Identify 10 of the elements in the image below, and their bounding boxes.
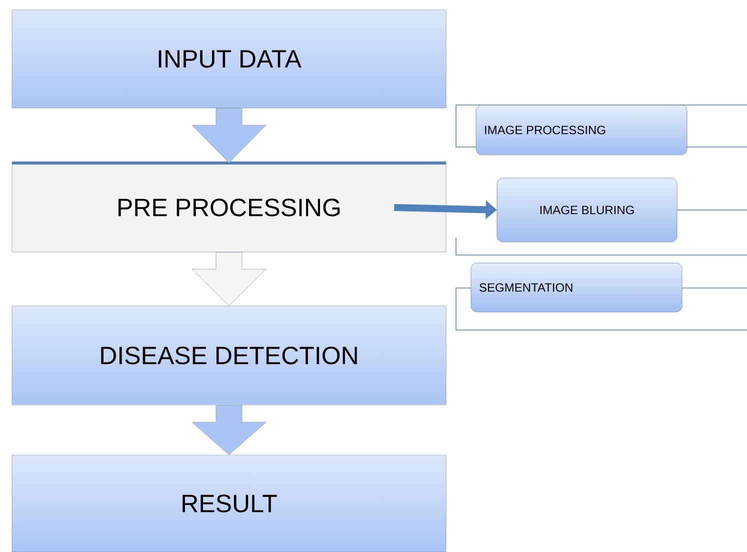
process-box: PRE PROCESSING	[12, 162, 446, 252]
process-box: DISEASE DETECTION	[12, 306, 446, 406]
block-arrow	[192, 252, 266, 306]
process-box: INPUT DATA	[12, 10, 446, 108]
step-box: IMAGE PROCESSING	[476, 104, 688, 156]
step-box: SEGMENTATION	[470, 262, 682, 312]
block-arrow	[192, 405, 266, 455]
process-box: RESULT	[12, 454, 446, 552]
step-box: IMAGE BLURING	[496, 178, 678, 242]
block-arrow	[192, 108, 266, 163]
